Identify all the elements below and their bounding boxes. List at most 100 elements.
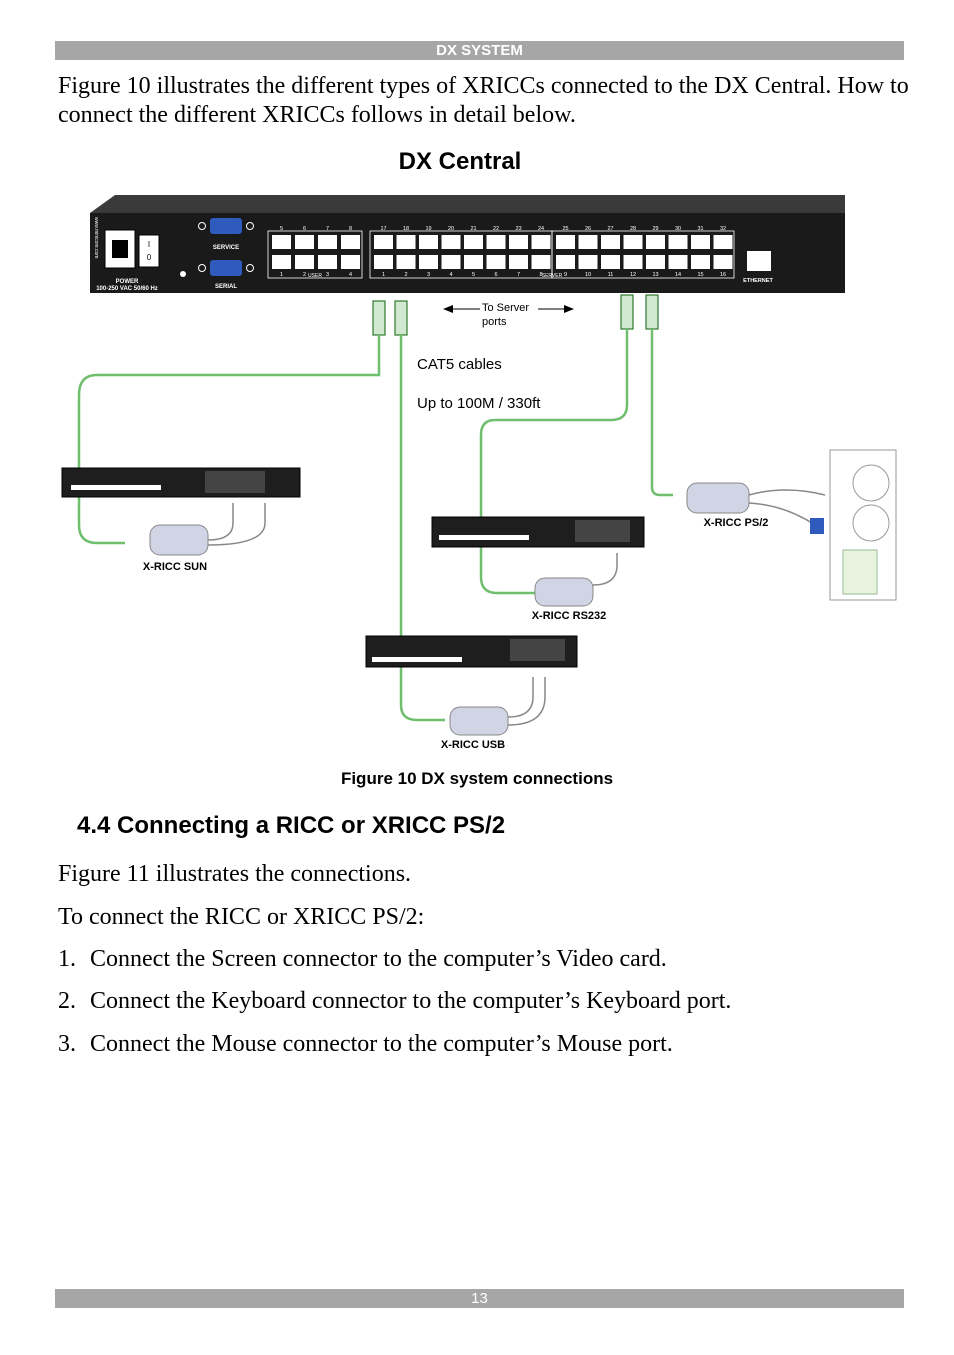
- rj45-port-icon: [509, 235, 528, 249]
- server-label: SERVER: [542, 273, 563, 279]
- xricc-dongle-usb: [449, 677, 546, 736]
- cat5-plugs: [372, 294, 659, 336]
- rj45-port-icon: [646, 255, 665, 269]
- port-number-top: 19: [425, 226, 431, 232]
- port-number-bottom: 3: [326, 272, 329, 278]
- rj45-port-icon: [419, 235, 438, 249]
- rj45-port-icon: [691, 235, 710, 249]
- port-number-bottom: 2: [303, 272, 306, 278]
- step-number: 2.: [58, 988, 76, 1014]
- server-chassis-usb: [365, 635, 578, 668]
- ethernet-port-icon: [747, 251, 771, 271]
- port-number-top: 6: [303, 226, 306, 232]
- rj45-port-icon: [441, 255, 461, 269]
- serial-port-icon: [210, 260, 242, 276]
- port-number-top: 5: [280, 226, 283, 232]
- rj45-port-icon: [295, 255, 314, 269]
- port-number-bottom: 10: [585, 272, 591, 278]
- port-number-bottom: 7: [517, 272, 520, 278]
- rj45-port-icon: [486, 255, 506, 269]
- rj45-port-icon: [509, 255, 528, 269]
- port-number-top: 8: [349, 226, 352, 232]
- rj45-port-icon: [464, 235, 483, 249]
- port-number-top: 24: [538, 226, 544, 232]
- rj45-port-icon: [713, 235, 733, 249]
- switch-off-label: 0: [147, 253, 152, 262]
- port-number-bottom: 12: [630, 272, 636, 278]
- to-server-arrow: To Server ports: [443, 302, 574, 328]
- step-text: Connect the Keyboard connector to the co…: [90, 988, 732, 1014]
- port-number-bottom: 15: [697, 272, 703, 278]
- website-label: www.minicom.com: [93, 217, 99, 258]
- server-chassis-rs232: [431, 516, 645, 548]
- switch-on-label: I: [148, 240, 150, 249]
- port-number-top: 29: [652, 226, 658, 232]
- rj45-port-icon: [341, 235, 360, 249]
- power-switch-icon: [138, 234, 160, 268]
- connection-diagram: I 0 POWER 100-250 VAC 50/60 Hz www.minic…: [61, 195, 897, 751]
- service-label: SERVICE: [213, 245, 239, 251]
- port-number-top: 23: [515, 226, 521, 232]
- rj45-port-icon: [486, 235, 506, 249]
- step-text: Connect the Mouse connector to the compu…: [90, 1031, 673, 1057]
- section-heading: 4.4 Connecting a RICC or XRICC PS/2: [77, 812, 506, 839]
- xricc-ps2-label: X-RICC PS/2: [704, 517, 769, 529]
- rj45-port-icon: [668, 255, 688, 269]
- rj45-port-icon: [374, 255, 393, 269]
- section-paragraph-2: To connect the RICC or XRICC PS/2:: [58, 904, 425, 930]
- port-number-top: 30: [675, 226, 681, 232]
- power-label: POWER: [116, 279, 139, 285]
- port-number-bottom: 1: [382, 272, 385, 278]
- rj45-port-icon: [272, 255, 291, 269]
- rj45-port-icon: [272, 235, 291, 249]
- step-item: 2. Connect the Keyboard connector to the …: [58, 987, 731, 1016]
- xricc-rs232-label: X-RICC RS232: [532, 610, 607, 622]
- port-number-bottom: 16: [720, 272, 726, 278]
- port-number-top: 7: [326, 226, 329, 232]
- power-rating: 100-250 VAC 50/60 Hz: [96, 286, 158, 292]
- step-item: 1.Connect the Screen connector to the co…: [58, 945, 667, 974]
- xricc-dongle-sun: [149, 503, 266, 556]
- rj45-port-icon: [601, 235, 620, 249]
- rj45-port-icon: [601, 255, 620, 269]
- port-number-bottom: 8: [539, 272, 542, 278]
- rj45-port-icon: [691, 255, 710, 269]
- header-title: DX SYSTEM: [436, 42, 523, 59]
- rj45-port-icon: [623, 255, 643, 269]
- port-number-top: 18: [403, 226, 409, 232]
- header-band: DX SYSTEM: [55, 41, 904, 60]
- port-number-top: 17: [380, 226, 386, 232]
- rj45-port-icon: [531, 235, 551, 249]
- port-number-top: 26: [585, 226, 591, 232]
- cat5-cables: [77, 329, 673, 722]
- xricc-dongle-ps2: [686, 482, 826, 526]
- xricc-sun-label: X-RICC SUN: [143, 561, 207, 573]
- rj45-port-icon: [374, 235, 393, 249]
- xricc-dongle-rs232: [534, 553, 618, 607]
- port-number-top: 31: [697, 226, 703, 232]
- port-number-bottom: 1: [280, 272, 283, 278]
- cat5-label: CAT5 cables: [417, 356, 502, 373]
- step-item: 3. Connect the Mouse connector to the com…: [58, 1030, 673, 1059]
- user-label: USER: [308, 273, 322, 279]
- rj45-port-icon: [578, 235, 598, 249]
- rj45-port-icon: [623, 235, 643, 249]
- port-number-bottom: 14: [675, 272, 681, 278]
- port-number-top: 21: [470, 226, 476, 232]
- rj45-port-icon: [556, 235, 575, 249]
- port-number-bottom: 4: [349, 272, 352, 278]
- service-port-icon: [210, 218, 242, 234]
- rj45-port-icon: [531, 255, 551, 269]
- step-number: 3.: [58, 1031, 76, 1057]
- port-number-top: 32: [720, 226, 726, 232]
- ethernet-label: ETHERNET: [743, 278, 773, 284]
- pc-tower-icon: [810, 449, 897, 601]
- rj45-port-icon: [578, 255, 598, 269]
- rj45-port-array: 5162738417118219320421522623724825926102…: [272, 226, 733, 278]
- section-paragraph-1: Figure 11 illustrates the connections.: [58, 861, 412, 887]
- rj45-port-icon: [441, 235, 461, 249]
- rj45-port-icon: [396, 255, 416, 269]
- rj45-port-icon: [295, 235, 314, 249]
- port-number-bottom: 3: [427, 272, 430, 278]
- rj45-port-icon: [556, 255, 575, 269]
